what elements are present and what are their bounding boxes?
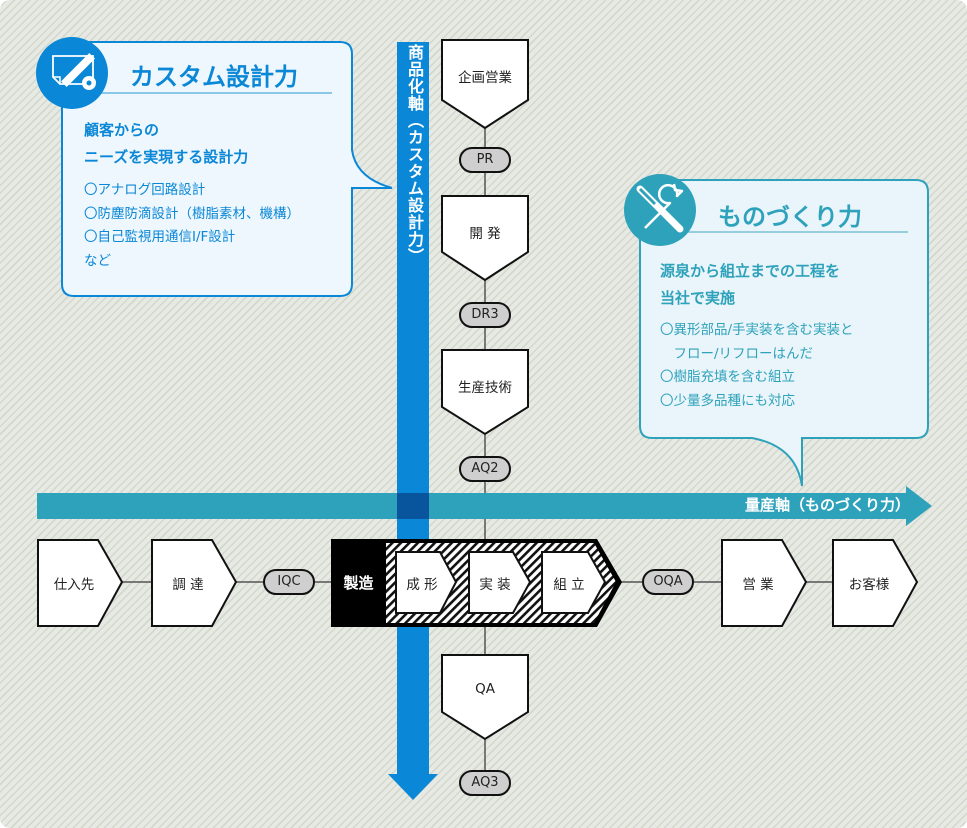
step-seikei[interactable]	[395, 551, 458, 614]
node-okyakusama[interactable]	[832, 539, 919, 627]
custom-design-subtitle: 顧客からの ニーズを実現する設計力	[84, 117, 248, 171]
monozukuri-title: ものづくり力	[718, 203, 862, 231]
node-shiiresaki-label: 仕入先	[53, 577, 95, 593]
list-item: 〇樹脂充填を含む組立	[660, 369, 795, 385]
badge-aq2[interactable]	[459, 456, 511, 482]
screwdriver-wrench-icon	[624, 174, 696, 246]
monozukuri-subtitle-line: 当社で実施	[660, 289, 736, 307]
custom-design-title: カスタム設計力	[130, 63, 298, 91]
list-item: 〇防塵防滴設計（樹脂素材、機構）	[84, 205, 300, 222]
badge-aq3-label: AQ3	[471, 775, 499, 790]
node-chotatsu-label: 調 達	[172, 577, 204, 593]
badge-iqc-label: IQC	[277, 574, 301, 589]
mass-production-axis-label: 量産軸（ものづくり力）	[744, 496, 910, 514]
badge-dr3[interactable]	[459, 302, 511, 328]
axis-overlap	[397, 493, 429, 519]
node-seisan-gijutsu[interactable]	[441, 349, 529, 436]
node-okyakusama-label: お客様	[848, 577, 890, 593]
step-jisso-label: 実 装	[479, 577, 511, 593]
badge-aq3[interactable]	[459, 770, 511, 796]
node-eigyo-label: 営 業	[742, 577, 774, 593]
badge-iqc[interactable]	[263, 569, 315, 595]
step-kumitate-label: 組 立	[553, 577, 585, 593]
monozukuri-subtitle-line: 源泉から組立までの工程を	[660, 262, 841, 280]
node-chotatsu[interactable]	[151, 539, 238, 627]
list-item: 〇異形部品/手実装を含む実装と	[660, 322, 854, 338]
custom-design-list: 〇アナログ回路設計 〇防塵防滴設計（樹脂素材、機構） 〇自己監視用通信I/F設計…	[84, 179, 300, 273]
step-seikei-label: 成 形	[406, 577, 438, 593]
step-kumitate[interactable]	[541, 551, 607, 614]
node-shiiresaki[interactable]	[37, 539, 124, 627]
list-item: 〇少量多品種にも対応	[660, 392, 795, 409]
badge-dr3-label: DR3	[471, 307, 499, 322]
node-kaihatsu-label: 開 発	[469, 226, 501, 242]
badge-aq2-label: AQ2	[471, 461, 499, 476]
node-qa-label: QA	[475, 681, 495, 697]
step-jisso[interactable]	[468, 551, 532, 614]
badge-pr-label: PR	[476, 152, 494, 167]
badge-pr[interactable]	[459, 147, 511, 173]
node-seisan-gijutsu-label: 生産技術	[458, 380, 512, 396]
monozukuri-subtitle: 源泉から組立までの工程を 当社で実施	[660, 258, 840, 312]
custom-subtitle-line: ニーズを実現する設計力	[84, 148, 249, 166]
badge-oqa-label: OQA	[653, 574, 683, 589]
node-kikaku-eigyo-label: 企画営業	[458, 70, 512, 86]
node-qa[interactable]	[441, 654, 529, 741]
list-item: など	[84, 252, 111, 269]
manufacturing-label: 製造	[343, 574, 374, 592]
ruler-document-gear-icon	[36, 37, 108, 109]
monozukuri-list: 〇異形部品/手実装を含む実装と フロー/リフローはんだ 〇樹脂充填を含む組立 〇…	[660, 319, 854, 413]
commercialization-axis-label: 商品化軸（カスタム設計力）	[405, 44, 424, 265]
badge-oqa[interactable]	[642, 569, 694, 595]
node-eigyo[interactable]	[721, 539, 808, 627]
node-kikaku-eigyo[interactable]	[441, 39, 529, 130]
custom-subtitle-line: 顧客からの	[84, 121, 160, 139]
list-item: フロー/リフローはんだ	[660, 345, 814, 362]
mass-production-axis-arrow[interactable]	[37, 486, 932, 526]
list-item: 〇自己監視用通信I/F設計	[84, 229, 236, 245]
list-item: 〇アナログ回路設計	[84, 182, 206, 198]
node-kaihatsu[interactable]	[441, 195, 529, 282]
